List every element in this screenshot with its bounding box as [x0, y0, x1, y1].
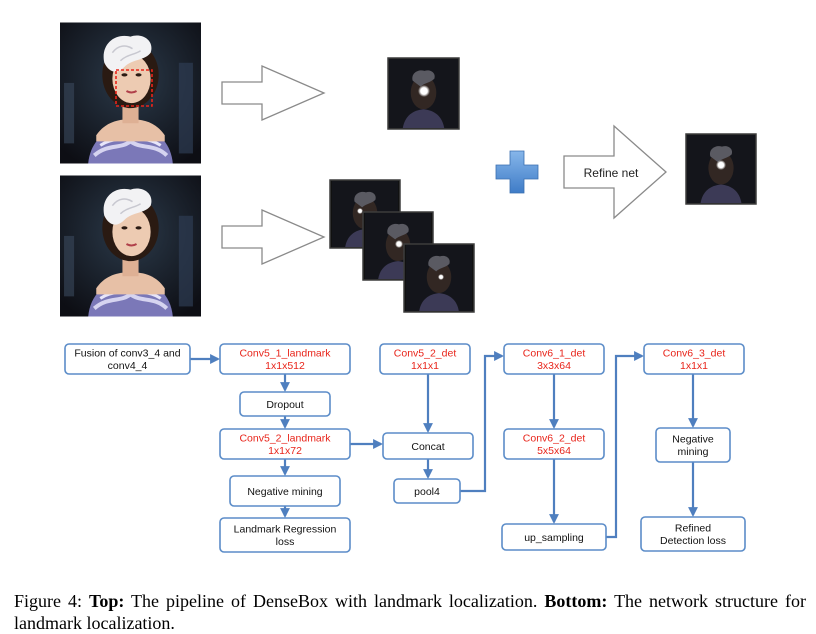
caption-top-text: The pipeline of DenseBox with landmark l…: [131, 591, 538, 611]
node-negmine1: Negative mining: [229, 475, 341, 507]
heatmap-image: [403, 243, 475, 313]
node-box: [219, 428, 351, 460]
refine-net-arrow: [563, 124, 667, 220]
node-box: [219, 517, 351, 553]
refine-net-label: Refine net: [584, 166, 639, 180]
node-box: [393, 478, 461, 504]
figure-caption: Figure 4: Top: The pipeline of DenseBox …: [14, 590, 806, 634]
node-label: Dropout: [266, 399, 303, 411]
node-box: [640, 516, 746, 552]
node-label: Conv6_3_det: [663, 348, 726, 360]
node-label: Refined: [675, 523, 711, 535]
node-box: [219, 343, 351, 375]
flow-arrow: [606, 351, 644, 539]
caption-bottom-text: The network structure for landmark local…: [14, 591, 806, 633]
node-label: Concat: [411, 441, 444, 453]
node-label: Negative mining: [247, 486, 322, 498]
node-box: [64, 343, 191, 375]
node-dropout: Dropout: [239, 391, 331, 417]
node-label: up_sampling: [524, 532, 584, 544]
node-label: 1x1x1: [680, 360, 708, 372]
caption-label: Figure 4:: [14, 591, 82, 611]
node-label: Landmark Regression: [234, 524, 337, 536]
node-label: pool4: [414, 486, 440, 498]
top-pipeline: Refine net: [60, 23, 757, 317]
node-box: [382, 432, 474, 460]
node-box: [503, 428, 605, 460]
network-edges: [190, 351, 698, 539]
node-label: Conv5_2_det: [394, 348, 457, 360]
node-box: [503, 343, 605, 375]
node-label: Conv6_2_det: [523, 433, 586, 445]
node-label: Fusion of conv3_4 and: [74, 348, 180, 360]
outline-arrow-icon: [221, 209, 326, 265]
node-box: [501, 523, 607, 551]
node-label: 1x1x72: [268, 445, 302, 457]
node-box: [655, 427, 731, 463]
heatmap-stack: [329, 179, 475, 313]
node-box: [643, 343, 745, 375]
node-label: loss: [276, 536, 295, 548]
node-upsamp: up_sampling: [501, 523, 607, 551]
heatmap-image: [387, 57, 460, 130]
node-label: mining: [678, 446, 709, 458]
face-photo-top: [60, 23, 201, 164]
node-label: Conv6_1_det: [523, 348, 586, 360]
node-label: Negative: [672, 434, 714, 446]
node-label: Detection loss: [660, 535, 726, 547]
node-label: 1x1x512: [265, 360, 305, 372]
caption-top-bold: Top:: [89, 591, 125, 611]
node-box: [379, 343, 471, 375]
node-label: conv4_4: [108, 360, 148, 372]
heatmap-image: [685, 133, 757, 205]
node-box: [239, 391, 331, 417]
landmark-box-overlay: [115, 69, 153, 107]
node-label: Conv5_2_landmark: [239, 433, 331, 445]
node-label: 1x1x1: [411, 360, 439, 372]
caption-bottom-bold: Bottom:: [544, 591, 608, 611]
face-photo-bottom: [60, 176, 201, 317]
node-pool4: pool4: [393, 478, 461, 504]
plus-icon: [495, 150, 539, 194]
outline-arrow-icon: [221, 65, 326, 121]
node-label: Conv5_1_landmark: [239, 348, 331, 360]
node-box: [229, 475, 341, 507]
node-label: 5x5x64: [537, 445, 571, 457]
node-label: 3x3x64: [537, 360, 571, 372]
node-concat: Concat: [382, 432, 474, 460]
flow-arrow: [460, 351, 504, 493]
